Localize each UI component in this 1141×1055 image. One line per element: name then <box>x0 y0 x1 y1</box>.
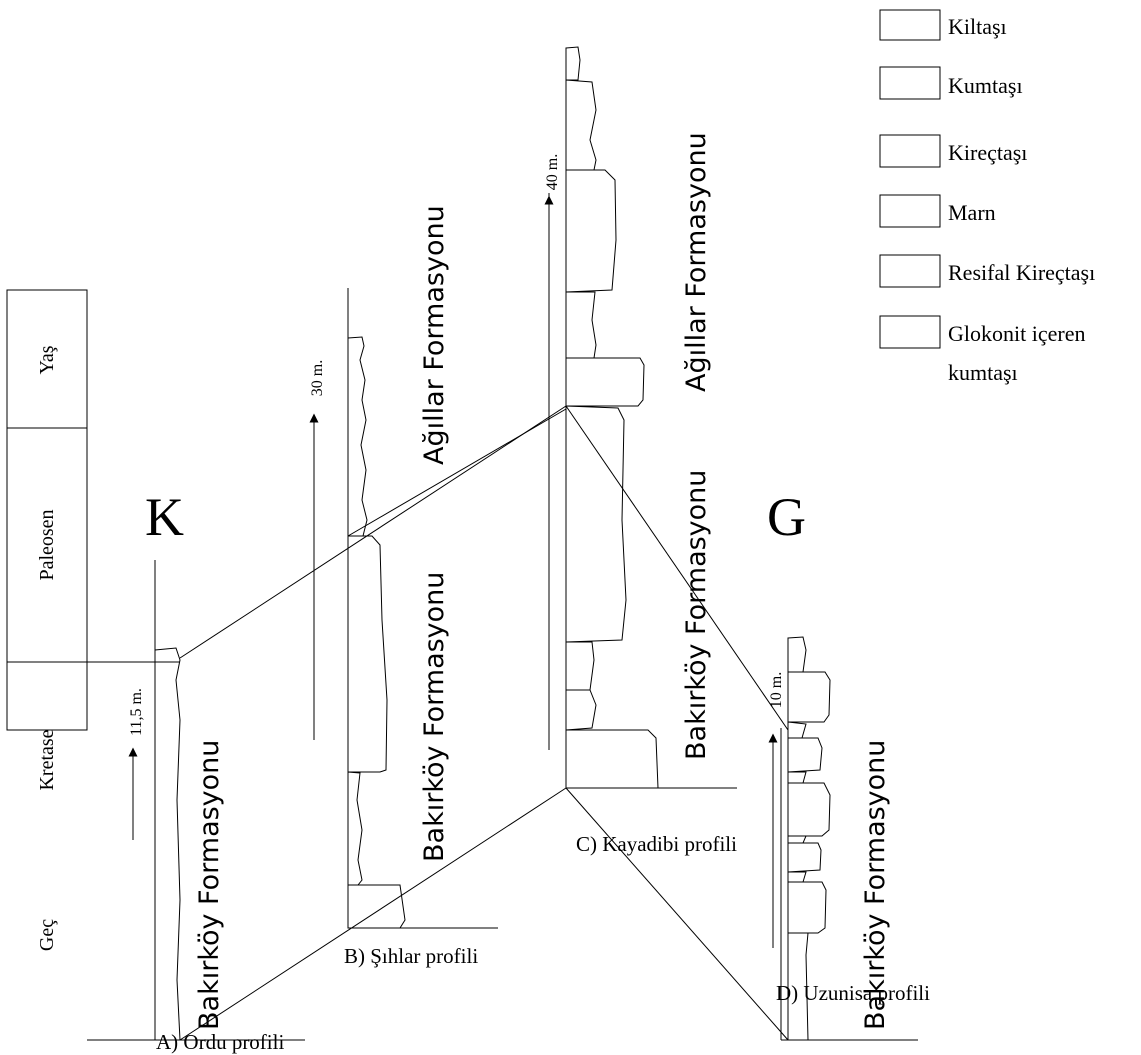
kayadibi-limestone-upper <box>565 79 597 171</box>
direction-west-label: K <box>145 487 184 547</box>
kayadibi-agillar-label: Ağıllar Formasyonu <box>681 132 712 392</box>
uzunisa-sandstone-1 <box>787 671 831 723</box>
legend-swatch-glokonit <box>879 315 941 349</box>
kayadibi-sandstone-lower <box>565 641 595 691</box>
legend-label-kumtasi: Kumtaşı <box>948 73 1023 98</box>
legend-label-kirectasi: Kireçtaşı <box>948 140 1027 165</box>
kayadibi-bakirkoy-label: Bakırköy Formasyonu <box>681 470 712 760</box>
kayadibi-marl <box>565 689 597 731</box>
sihlar-bakirkoy-label: Bakırköy Formasyonu <box>419 572 450 862</box>
uzunisa-bakirkoy-label: Bakırköy Formasyonu <box>860 740 891 1030</box>
ordu-limestone-layer <box>154 647 181 1041</box>
age-header: Yaş <box>36 345 58 374</box>
kayadibi-caption: C) Kayadibi profili <box>576 832 737 856</box>
correlation-top-kayadibi-uzunisa <box>565 405 789 731</box>
kayadibi-claystone <box>565 169 617 293</box>
legend-swatch-marn <box>879 194 941 228</box>
uzunisa-sandstone-2 <box>787 737 823 773</box>
kayadibi-sandstone-top <box>565 46 581 81</box>
legend-label-glokonit: Glokonit içeren <box>948 321 1085 346</box>
sihlar-reef-limestone <box>347 535 388 773</box>
sihlar-agillar-label: Ağıllar Formasyonu <box>419 205 450 465</box>
sihlar-marl-upper <box>347 336 368 537</box>
uzunisa-limestone-3 <box>787 771 807 784</box>
correlation-top-ordu-kayadibi <box>179 405 567 659</box>
legend-label-resifal: Resifal Kireçtaşı <box>948 260 1095 285</box>
correlation-top-sihlar-kayadibi <box>347 408 567 537</box>
ordu-formation-label: Bakırköy Formasyonu <box>194 740 225 1030</box>
uzunisa-thickness-label: 10 m. <box>768 672 785 708</box>
sihlar-marl-lower <box>347 771 363 886</box>
kayadibi-claystone-base <box>565 729 659 789</box>
profile-sihlar: 30 m. Ağıllar Formasyonu Bakırköy Formas… <box>309 205 478 968</box>
legend-swatch-kirectasi <box>879 134 941 168</box>
sihlar-sandstone <box>347 884 406 929</box>
epoch-kretase: Kretase <box>36 729 58 790</box>
legend-swatch-kiltasi <box>879 9 941 41</box>
uzunisa-caption: D) Uzunisa profili <box>776 981 930 1005</box>
correlation-base-ordu-kayadibi <box>179 787 567 1041</box>
kayadibi-sandstone-middle <box>565 357 645 407</box>
kayadibi-reef-limestone <box>565 405 627 643</box>
uzunisa-limestone-5 <box>787 871 807 883</box>
legend-label-marn: Marn <box>948 200 996 225</box>
legend-label-kiltasi: Kiltaşı <box>948 14 1007 39</box>
profile-ordu: 11,5 m. Bakırköy Formasyonu <box>128 560 225 1041</box>
profile-kayadibi: 40 m. Ağıllar Formasyonu Bakırköy Formas… <box>544 46 737 856</box>
kayadibi-limestone-middle <box>565 291 597 359</box>
sihlar-thickness-label: 30 m. <box>309 360 326 396</box>
legend-swatch-resifal <box>879 254 941 288</box>
epoch-paleosen: Paleosen <box>36 509 58 580</box>
legend-label-glokonit-line2: kumtaşı <box>948 360 1018 385</box>
legend-swatch-kumtasi <box>879 66 941 100</box>
correlation-lines <box>179 405 789 1041</box>
epoch-gec: Geç <box>36 919 58 951</box>
uzunisa-limestone-2 <box>787 721 807 739</box>
uzunisa-limestone-4 <box>787 835 807 844</box>
legend: Kiltaşı Kumtaşı Kireçtaşı Marn Resifal K… <box>879 9 1095 385</box>
direction-east-label: G <box>767 487 806 547</box>
age-column: Yaş Paleosen Kretase Geç <box>6 289 180 951</box>
uzunisa-sandstone-3 <box>787 782 831 837</box>
sihlar-caption: B) Şıhlar profili <box>344 944 478 968</box>
uzunisa-limestone-top <box>787 636 807 673</box>
uzunisa-glauconitic-sandstone-1 <box>787 842 822 873</box>
correlation-base-kayadibi-uzunisa <box>565 787 789 1041</box>
profile-uzunisa: 10 m. Bakırköy Formasyonu D) Uzunisa pro… <box>768 636 930 1041</box>
uzunisa-glauconitic-sandstone-2 <box>787 881 827 934</box>
kayadibi-thickness-label: 40 m. <box>544 154 561 190</box>
ordu-thickness-label: 11,5 m. <box>128 688 145 736</box>
uzunisa-limestone-base <box>787 932 809 1041</box>
ordu-caption: A) Ordu profili <box>156 1030 284 1054</box>
age-column-frame <box>6 289 88 731</box>
